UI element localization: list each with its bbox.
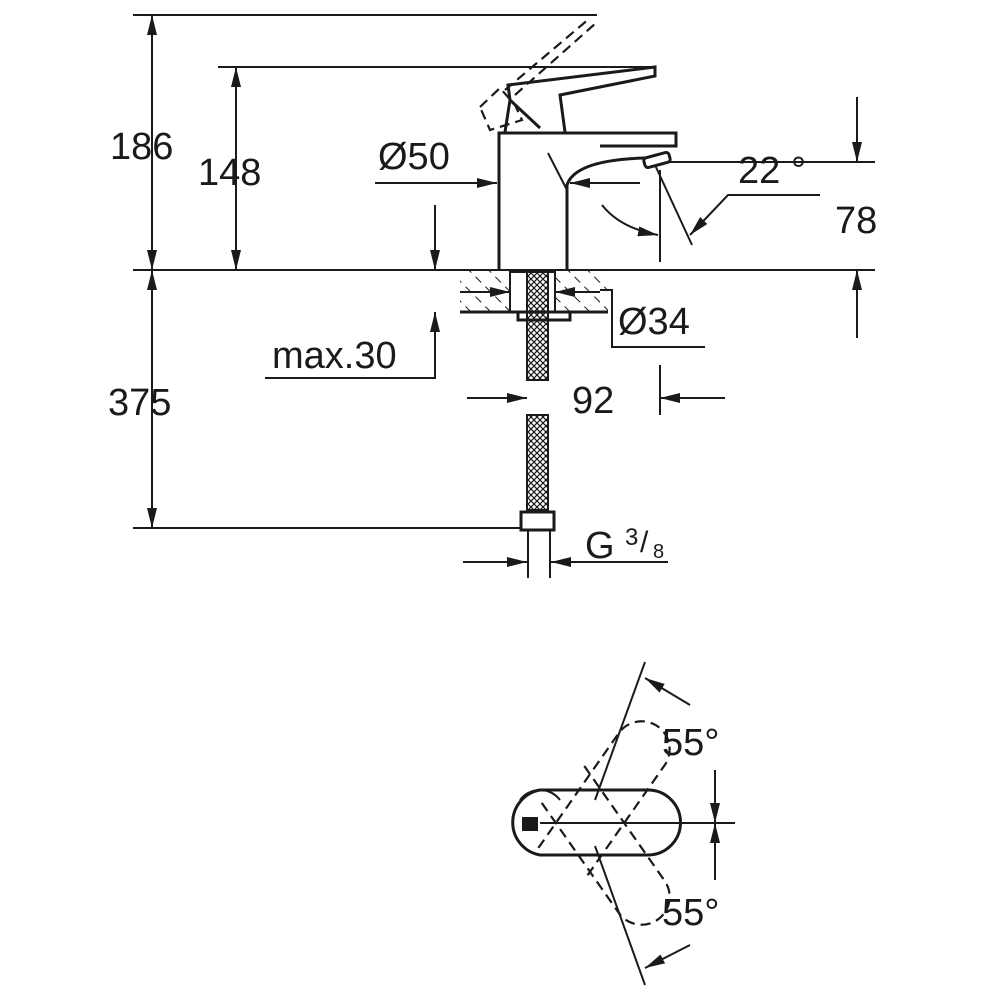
- countertop-section: [460, 270, 608, 314]
- dim-thread-numerator: 3: [625, 524, 639, 551]
- faucet-body: [478, 17, 678, 578]
- dim-hole-diameter: Ø34: [618, 301, 690, 343]
- dim-hose-length: 375: [108, 382, 172, 424]
- dim-thread-slash: /: [640, 526, 649, 559]
- dim-thread-g: G: [585, 525, 615, 567]
- dim-spout-height: 78: [835, 200, 878, 242]
- top-view: [511, 661, 735, 986]
- angle-right-label: 55°: [662, 892, 720, 934]
- dim-lever-height: 148: [198, 152, 262, 194]
- dimension-arrows: [147, 15, 862, 567]
- dim-max-thickness: max.30: [272, 335, 397, 377]
- dim-projection: 92: [572, 380, 615, 422]
- dim-thread-denominator: 8: [653, 541, 665, 563]
- angle-left-label: 55°: [662, 722, 720, 764]
- dim-total-height: 186: [110, 126, 174, 168]
- dim-spout-angle: 22 °: [738, 150, 807, 192]
- dim-body-diameter: Ø50: [378, 136, 450, 178]
